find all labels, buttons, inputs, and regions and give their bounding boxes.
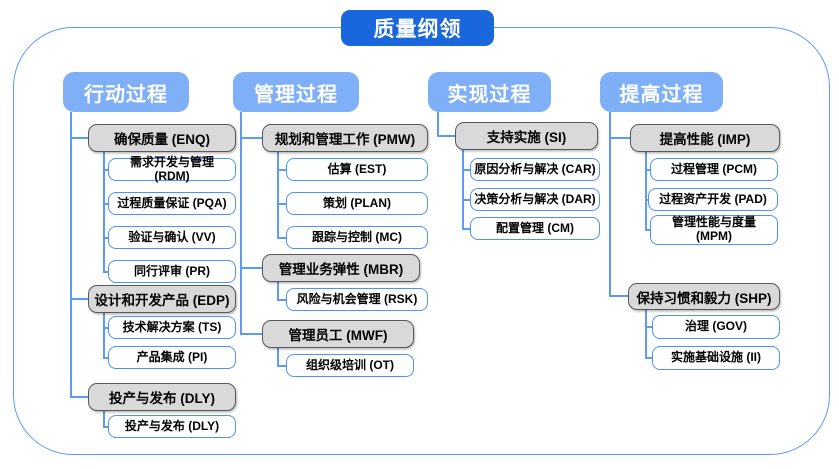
leaf-pr: 同行评审 (PR) — [108, 260, 236, 283]
connector-line — [103, 203, 108, 205]
connector-line — [645, 199, 648, 201]
connector-line — [70, 137, 88, 139]
leaf-car: 原因分析与解决 (CAR) — [470, 158, 600, 181]
connector-line — [645, 229, 650, 231]
group-enq: 确保质量 (ENQ) — [88, 124, 236, 152]
leaf-rdm: 需求开发与管理 (RDM) — [108, 155, 236, 182]
connector-line — [103, 152, 105, 272]
group-mbr: 管理业务弹性 (MBR) — [262, 254, 420, 282]
connector-line — [240, 137, 262, 139]
connector-line — [70, 298, 88, 300]
leaf-vv: 验证与确认 (VV) — [108, 226, 236, 249]
leaf-dar: 决策分析与解决 (DAR) — [470, 188, 600, 211]
connector-line — [645, 326, 652, 328]
connector-line — [277, 169, 286, 171]
leaf-est: 估算 (EST) — [286, 158, 428, 181]
connector-line — [462, 169, 470, 171]
header-action-process: 行动过程 — [63, 72, 189, 112]
leaf-gov: 治理 (GOV) — [652, 315, 780, 339]
leaf-cm: 配置管理 (CM) — [470, 217, 600, 240]
group-si: 支持实施 (SI) — [455, 122, 598, 150]
connector-line — [277, 203, 286, 205]
connector-line — [103, 271, 108, 273]
leaf-mpm: 管理性能与度量 (MPM) — [650, 215, 778, 245]
connector-line — [240, 267, 262, 269]
connector-line — [70, 396, 88, 398]
connector-line — [103, 357, 108, 359]
connector-line — [645, 169, 650, 171]
leaf-ts: 技术解决方案 (TS) — [108, 316, 236, 339]
group-imp: 提高性能 (IMP) — [630, 124, 780, 152]
connector-line — [240, 112, 242, 334]
connector-line — [462, 199, 470, 201]
group-mwf: 管理员工 (MWF) — [262, 320, 414, 348]
connector-line — [103, 327, 108, 329]
connector-line — [609, 295, 628, 297]
connector-line — [103, 411, 105, 427]
connector-line — [103, 237, 108, 239]
connector-line — [437, 135, 455, 137]
group-shp: 保持习惯和毅力 (SHP) — [628, 283, 780, 310]
group-dly: 投产与发布 (DLY) — [88, 383, 236, 411]
connector-line — [277, 237, 286, 239]
leaf-dly: 投产与发布 (DLY) — [108, 415, 236, 438]
leaf-rsk: 风险与机会管理 (RSK) — [286, 288, 428, 311]
connector-line — [277, 348, 279, 366]
connector-line — [437, 112, 439, 136]
leaf-pi: 产品集成 (PI) — [108, 346, 236, 369]
connector-line — [462, 150, 464, 229]
connector-line — [277, 299, 286, 301]
connector-line — [645, 357, 652, 359]
leaf-plan: 策划 (PLAN) — [286, 192, 428, 215]
leaf-pcm: 过程管理 (PCM) — [650, 158, 778, 181]
connector-line — [645, 152, 647, 230]
leaf-ot: 组织级培训 (OT) — [286, 354, 414, 377]
connector-line — [609, 137, 630, 139]
leaf-ii: 实施基础设施 (II) — [652, 346, 780, 370]
connector-line — [277, 152, 279, 238]
header-management-process: 管理过程 — [233, 72, 359, 112]
connector-line — [70, 112, 72, 397]
connector-line — [645, 310, 647, 358]
leaf-pqa: 过程质量保证 (PQA) — [108, 192, 236, 215]
header-implementation-process: 实现过程 — [428, 72, 551, 112]
connector-line — [240, 333, 262, 335]
connector-line — [103, 169, 108, 171]
connector-line — [277, 365, 286, 367]
leaf-mc: 跟踪与控制 (MC) — [286, 226, 428, 249]
connector-line — [609, 112, 611, 296]
connector-line — [103, 313, 105, 358]
connector-line — [277, 282, 279, 300]
group-pmw: 规划和管理工作 (PMW) — [262, 124, 428, 152]
connector-line — [462, 228, 470, 230]
group-edp: 设计和开发产品 (EDP) — [88, 285, 236, 313]
leaf-pad: 过程资产开发 (PAD) — [648, 188, 778, 211]
header-improvement-process: 提高过程 — [600, 72, 723, 112]
diagram-title: 质量纲领 — [341, 10, 494, 46]
connector-line — [103, 426, 108, 428]
